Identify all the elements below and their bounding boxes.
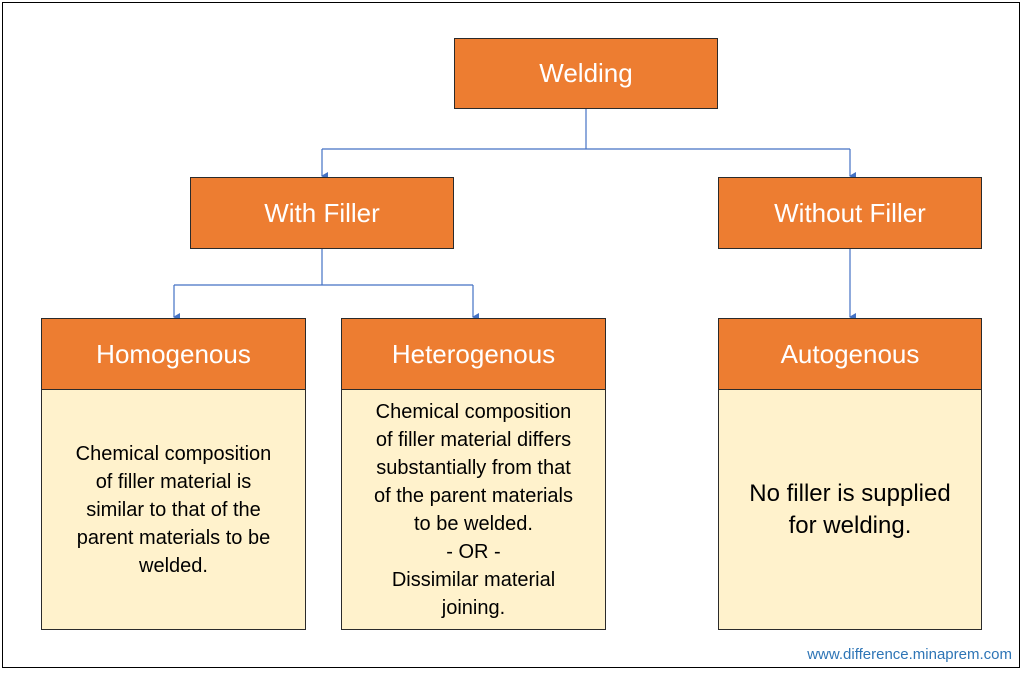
- node-welding: Welding: [454, 38, 718, 109]
- node-homogenous: Homogenous: [41, 318, 306, 390]
- desc-heterogenous-text: Chemical composition of filler material …: [374, 400, 573, 619]
- node-with-filler: With Filler: [190, 177, 454, 249]
- node-heterogenous: Heterogenous: [341, 318, 606, 390]
- footer-url: www.difference.minaprem.com: [807, 646, 1012, 663]
- node-autogenous: Autogenous: [718, 318, 982, 390]
- desc-heterogenous: Chemical composition of filler material …: [341, 390, 606, 630]
- desc-autogenous-text: No filler is supplied for welding.: [749, 479, 951, 539]
- desc-homogenous: Chemical composition of filler material …: [41, 390, 306, 630]
- desc-autogenous: No filler is supplied for welding.: [718, 390, 982, 630]
- node-without-filler: Without Filler: [718, 177, 982, 249]
- desc-homogenous-text: Chemical composition of filler material …: [75, 442, 272, 577]
